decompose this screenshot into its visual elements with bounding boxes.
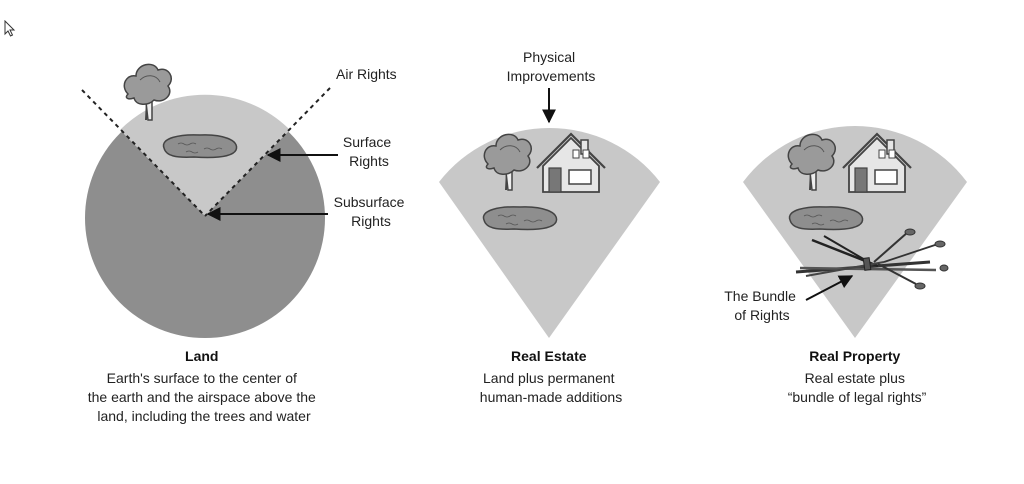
bundle-of-rights-label: The Bundle of Rights bbox=[724, 288, 800, 323]
pond-icon bbox=[788, 206, 864, 231]
surface-rights-label: Surface Rights bbox=[343, 134, 395, 169]
earth-circle bbox=[85, 98, 325, 338]
land-panel: Air Rights Surface Rights Subsurface Rig… bbox=[81, 63, 409, 424]
air-rights-boundary-left bbox=[81, 89, 206, 217]
real-property-wedge bbox=[743, 125, 967, 338]
real-estate-caption: Real Estate Land plus permanent human-ma… bbox=[480, 348, 622, 405]
real-property-caption: Real Property Real estate plus “bundle o… bbox=[788, 348, 927, 405]
real-estate-panel: Physical Improvements Real Estate Land p… bbox=[439, 49, 660, 405]
real-property-panel: The Bundle of Rights Real Property Real … bbox=[724, 125, 967, 405]
subsurface-rights-label: Subsurface Rights bbox=[334, 194, 409, 229]
real-estate-wedge bbox=[439, 127, 660, 338]
mouse-cursor-icon bbox=[4, 20, 16, 37]
physical-improvements-label: Physical Improvements bbox=[507, 49, 596, 84]
pond-icon bbox=[162, 134, 238, 159]
land-caption: Land Earth's surface to the center of th… bbox=[88, 348, 321, 424]
bundle-of-sticks-icon bbox=[795, 228, 949, 290]
bundle-of-rights-arrow bbox=[805, 275, 854, 301]
pond-icon bbox=[482, 206, 558, 231]
air-rights-label: Air Rights bbox=[336, 66, 397, 82]
